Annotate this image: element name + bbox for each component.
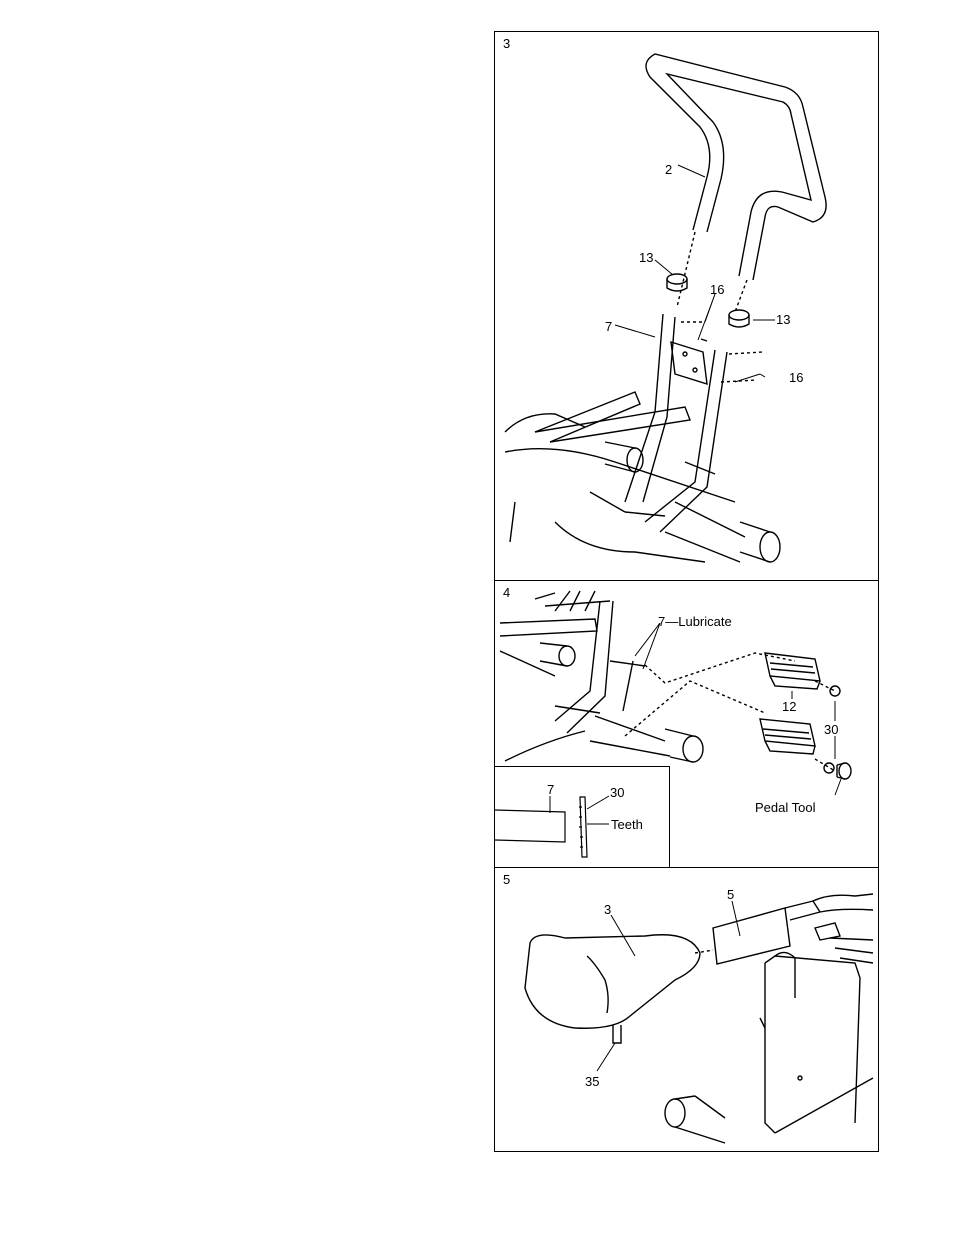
seat-part [525, 935, 700, 1028]
step-3-panel: 3 [494, 31, 879, 581]
bushing-part [667, 274, 687, 291]
callout-16-right: 16 [789, 370, 803, 385]
bushing-part [729, 310, 749, 327]
pedal-part [765, 653, 820, 689]
callout-12: 12 [782, 699, 796, 714]
step-3-diagram: 2 13 16 7 13 16 [495, 32, 880, 582]
callout-13-right: 13 [776, 312, 790, 327]
detail-inset: 7 30 Teeth [495, 766, 670, 868]
inset-diagram: 7 30 Teeth [495, 767, 670, 869]
inset-callout-30: 30 [610, 785, 624, 800]
callout-7-lubricate: 7—Lubricate [658, 614, 732, 629]
handlebar-part [646, 54, 826, 280]
inset-callout-teeth: Teeth [611, 817, 643, 832]
frame-part [535, 314, 727, 532]
callout-16-top: 16 [710, 282, 724, 297]
callout-7: 7 [605, 319, 612, 334]
callout-30: 30 [824, 722, 838, 737]
callout-2: 2 [665, 162, 672, 177]
step-5-diagram: 3 5 35 [495, 868, 880, 1153]
step-4-panel: 4 [494, 580, 879, 868]
pedal-part [760, 719, 815, 754]
callout-pedal-tool: Pedal Tool [755, 800, 816, 815]
callout-13-left: 13 [639, 250, 653, 265]
callout-35: 35 [585, 1074, 599, 1089]
step-5-panel: 5 [494, 867, 879, 1152]
inset-callout-7: 7 [547, 782, 554, 797]
callout-3: 3 [604, 902, 611, 917]
seat-post-part [713, 894, 873, 964]
callout-5: 5 [727, 887, 734, 902]
